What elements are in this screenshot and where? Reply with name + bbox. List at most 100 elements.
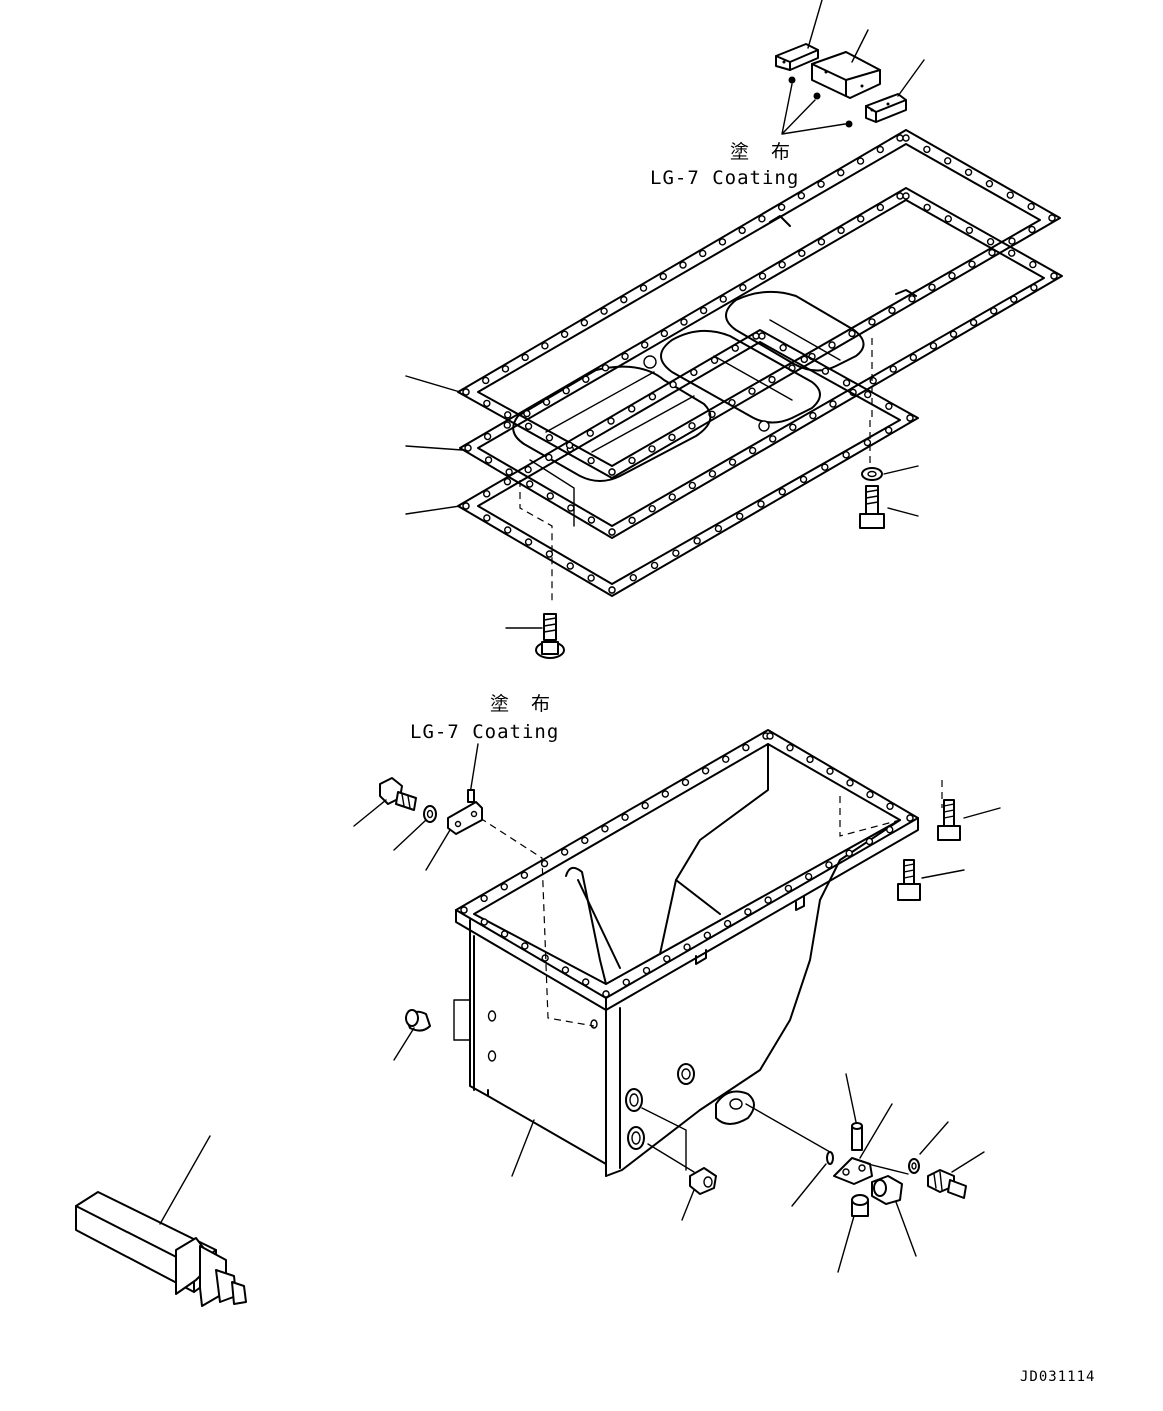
- bolt-hole: [629, 574, 637, 582]
- bolt-hole: [869, 377, 877, 385]
- gasket-upper: [457, 129, 1061, 479]
- bolt-hole: [856, 157, 865, 165]
- bolt-hole: [483, 432, 492, 441]
- bolt-hole: [758, 272, 767, 280]
- bolt-hole: [868, 318, 876, 326]
- bolt-hole: [748, 446, 757, 455]
- bracket-group: 塗 布 LG-7 Coating: [650, 0, 925, 189]
- bolt-hole: [545, 453, 553, 462]
- bolt-hole: [722, 755, 730, 763]
- bolt-hole: [641, 341, 649, 349]
- bolt-hole: [521, 942, 529, 950]
- bolt-hole: [797, 192, 806, 200]
- bolt-hole: [601, 825, 609, 833]
- bolt-hole: [876, 203, 885, 212]
- bolt-hole: [648, 393, 657, 401]
- bolt-center: [535, 613, 565, 659]
- bracket-1: [775, 43, 819, 71]
- bolt-hole: [659, 272, 667, 281]
- bolt-hole: [505, 468, 513, 476]
- bolt-hole: [680, 318, 688, 326]
- bolt-hole: [601, 364, 610, 372]
- bolt-hole: [672, 549, 680, 557]
- bolt-hole: [545, 550, 554, 558]
- flange-cover: [833, 1157, 873, 1185]
- bolt-hole: [1006, 191, 1014, 199]
- bolt-hole: [628, 516, 636, 525]
- bolt-hole: [545, 434, 554, 442]
- bolt-hole: [718, 238, 727, 246]
- drain-plug: [689, 1167, 717, 1195]
- bolt-hole: [885, 426, 893, 434]
- bolt-hole: [582, 375, 590, 383]
- coating-dot: [845, 120, 853, 128]
- bolt-hole: [1029, 260, 1037, 269]
- bolt-hole: [752, 332, 760, 340]
- bolt-hole: [608, 586, 616, 594]
- bolt-hole: [546, 492, 554, 500]
- bolt-hole: [1008, 237, 1016, 245]
- bolt-hole: [948, 272, 956, 280]
- bolt-hole: [806, 755, 814, 764]
- tool-drain-hose: [75, 1191, 247, 1307]
- bolt-hole: [622, 978, 630, 986]
- bolt-hole: [837, 226, 845, 235]
- bolt-hole: [501, 365, 510, 373]
- bolt-hole: [580, 319, 589, 327]
- bolt-hole: [848, 329, 856, 338]
- bolt-hole: [786, 744, 794, 752]
- bolt-hole: [650, 561, 659, 570]
- bolt-hole: [779, 344, 787, 352]
- bolt-hole: [764, 896, 772, 904]
- bolt-hole: [736, 512, 744, 520]
- bolt-hole: [857, 215, 865, 223]
- bolt-hole: [620, 295, 628, 304]
- bolt-hole: [766, 732, 774, 740]
- bolt-hole: [876, 145, 884, 154]
- o-ring: [826, 1151, 834, 1165]
- bolt-hole: [504, 526, 512, 534]
- bolt-hole: [968, 260, 976, 268]
- bolt-hole: [1008, 249, 1016, 257]
- bolt-hole: [1010, 295, 1018, 303]
- bolt-hole: [742, 743, 750, 752]
- bolt-hole: [965, 226, 974, 234]
- bolt-hole: [909, 353, 918, 362]
- bolt-hole: [710, 356, 719, 364]
- bolt-hole: [688, 422, 696, 430]
- bolt-hole: [483, 490, 491, 498]
- bolt-hole: [483, 399, 491, 408]
- bolt-hole: [648, 445, 656, 453]
- bolt-right-cluster: [927, 1169, 967, 1199]
- bolt-hole: [944, 215, 952, 223]
- bolt-hole: [524, 422, 533, 430]
- bolt-hole: [504, 411, 512, 419]
- bolt-hole: [500, 930, 509, 938]
- bolt-hole: [908, 295, 916, 303]
- gasket-lower: [457, 329, 919, 597]
- bolt-hole: [600, 307, 608, 315]
- bolt-hole: [541, 342, 549, 350]
- bolt-hole: [521, 353, 529, 362]
- bolt-hole: [723, 919, 732, 928]
- bolt-mid-right: [897, 859, 921, 901]
- bolt-hole: [845, 849, 853, 857]
- bolt-hole: [482, 376, 490, 385]
- bolt-hole: [703, 931, 712, 940]
- bolt-hole: [1028, 225, 1036, 234]
- bolt-hole: [607, 417, 615, 425]
- bolt-hole: [768, 375, 776, 384]
- bolt-hole: [560, 848, 569, 856]
- bolt-hole: [520, 871, 529, 879]
- bolt-hole: [769, 435, 777, 443]
- bolt-hole: [608, 468, 616, 476]
- bolt-hole: [523, 409, 531, 418]
- bolt-hole: [969, 318, 978, 327]
- bolt-hole: [628, 456, 636, 465]
- oil-pan: [455, 729, 919, 1177]
- bolt-hole: [602, 990, 610, 998]
- bolt-hole: [902, 192, 910, 200]
- bolt-hole: [990, 307, 998, 315]
- bolt-hole: [699, 306, 708, 315]
- bolt-hole: [587, 516, 596, 524]
